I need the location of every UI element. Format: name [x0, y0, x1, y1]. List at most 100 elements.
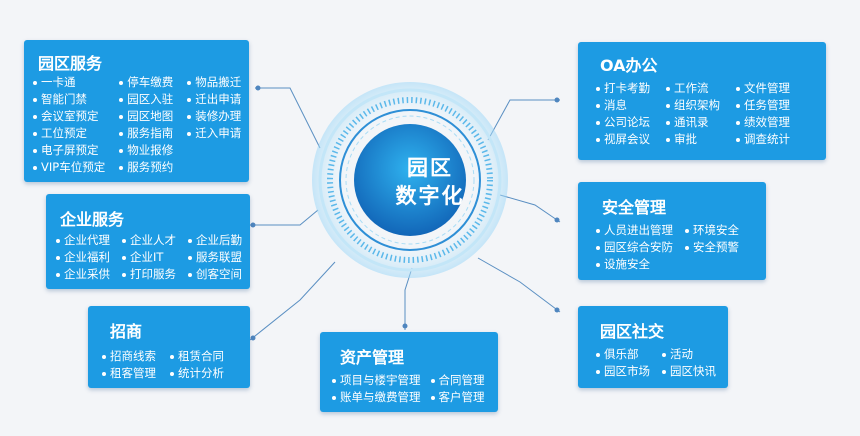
- connector-dot: [250, 335, 256, 341]
- list-item: 企业采供: [56, 266, 110, 283]
- list-item: 工作流: [666, 80, 720, 97]
- bullet-dot: [102, 354, 106, 359]
- bullet-dot: [332, 395, 336, 400]
- bullet-dot: [430, 395, 435, 400]
- bullet-dot: [662, 369, 666, 374]
- list-item: 服务指南: [119, 125, 173, 142]
- bullet-dot: [119, 80, 124, 85]
- list-item: 园区入驻: [119, 91, 173, 108]
- list-item: 安全预警: [685, 239, 739, 256]
- item-list: 招商线索 租客管理 租赁合同 统计分析: [102, 348, 224, 382]
- list-item: 迁出申请: [187, 91, 241, 108]
- list-item: 公司论坛: [596, 114, 650, 131]
- bullet-dot: [596, 103, 600, 108]
- connector-lines: [249, 87, 561, 341]
- bullet-dot: [122, 272, 126, 277]
- bullet-dot: [119, 97, 124, 102]
- panel-enterprise-service: 企业服务 企业代理 企业福利 企业采供 企业人才 企业IT 打印服务 企业后勤 …: [46, 194, 250, 289]
- bullet-dot: [187, 114, 192, 119]
- list-item: 园区地图: [119, 108, 173, 125]
- list-item: 打印服务: [122, 266, 176, 283]
- hub-ring-inner: [345, 115, 475, 245]
- bullet-dot: [33, 114, 37, 119]
- list-item: 统计分析: [170, 365, 224, 382]
- bullet-dot: [188, 255, 192, 260]
- list-item: 会议室预定: [33, 108, 105, 125]
- list-item: 租客管理: [102, 365, 156, 382]
- list-item: VIP车位预定: [33, 159, 105, 176]
- bullet-dot: [666, 86, 670, 91]
- bullet-dot: [596, 262, 600, 267]
- hub-core: [354, 124, 466, 236]
- bullet-dot: [685, 245, 689, 250]
- bullet-dot: [596, 369, 600, 374]
- connector-investment: [249, 261, 336, 341]
- list-item: 通讯录: [666, 114, 720, 131]
- item-list: 人员进出管理 园区综合安防 设施安全 环境安全 安全预警: [596, 222, 739, 273]
- list-item: 文件管理: [736, 80, 790, 97]
- panel-community: 园区社交 俱乐部 园区市场 活动 园区快讯: [578, 306, 728, 388]
- panel-oa-office: OA办公 打卡考勤 消息 公司论坛 视屏会议 工作流 组织架构 通讯录 审批 文…: [578, 42, 826, 160]
- list-item: 环境安全: [685, 222, 739, 239]
- bullet-dot: [188, 272, 192, 277]
- list-item: 设施安全: [596, 256, 673, 273]
- list-item: 招商线索: [102, 348, 156, 365]
- list-item: 项目与楼宇管理: [332, 372, 421, 389]
- bullet-dot: [187, 80, 192, 85]
- hub-title-line-2: 数字化: [395, 184, 465, 208]
- bullet-dot: [33, 148, 37, 153]
- item-list: 一卡通 智能门禁 会议室预定 工位预定 电子屏预定 VIP车位预定 停车缴费 园…: [33, 74, 241, 176]
- bullet-dot: [33, 80, 37, 85]
- list-item: 租赁合同: [170, 348, 224, 365]
- list-item: 客户管理: [430, 389, 485, 406]
- list-item: 俱乐部: [596, 346, 650, 363]
- list-item: 企业福利: [56, 249, 110, 266]
- panel-park-service: 园区服务 一卡通 智能门禁 会议室预定 工位预定 电子屏预定 VIP车位预定 停…: [24, 40, 249, 182]
- list-item: 创客空间: [188, 266, 242, 283]
- panel-title: 招商: [110, 322, 143, 341]
- bullet-dot: [332, 378, 336, 383]
- list-item: 消息: [596, 97, 650, 114]
- list-item: 企业IT: [122, 249, 176, 266]
- bullet-dot: [736, 137, 740, 142]
- connector-dot: [250, 222, 256, 228]
- panel-title: 资产管理: [340, 348, 405, 367]
- hub-outer-ring: [318, 88, 502, 272]
- central-hub: [312, 82, 508, 278]
- item-list: 项目与楼宇管理 账单与缴费管理 合同管理 客户管理: [332, 372, 485, 406]
- list-item: 企业代理: [56, 232, 110, 249]
- connector-security: [499, 194, 561, 223]
- bullet-dot: [119, 131, 124, 136]
- bullet-dot: [596, 228, 600, 233]
- panel-asset-management: 资产管理 项目与楼宇管理 账单与缴费管理 合同管理 客户管理: [320, 332, 498, 412]
- connector-community: [477, 257, 561, 313]
- bullet-dot: [736, 86, 740, 91]
- bullet-dot: [56, 272, 60, 277]
- list-item: 迁入申请: [187, 125, 241, 142]
- bullet-dot: [122, 238, 126, 243]
- bullet-dot: [122, 255, 126, 260]
- list-item: 企业后勤: [188, 232, 242, 249]
- item-list: 打卡考勤 消息 公司论坛 视屏会议 工作流 组织架构 通讯录 审批 文件管理 任…: [596, 80, 790, 148]
- list-item: 企业人才: [122, 232, 176, 249]
- item-list: 企业代理 企业福利 企业采供 企业人才 企业IT 打印服务 企业后勤 服务联盟 …: [56, 232, 242, 283]
- list-item: 审批: [666, 131, 720, 148]
- panel-title: 企业服务: [60, 210, 125, 229]
- list-item: 任务管理: [736, 97, 790, 114]
- list-item: 园区市场: [596, 363, 650, 380]
- bullet-dot: [119, 165, 124, 170]
- list-item: 一卡通: [33, 74, 105, 91]
- bullet-dot: [33, 165, 37, 170]
- list-item: 停车缴费: [119, 74, 173, 91]
- hub-dashed-ring: [327, 97, 493, 263]
- list-item: 组织架构: [666, 97, 720, 114]
- list-item: 账单与缴费管理: [332, 389, 421, 406]
- list-item: 打卡考勤: [596, 80, 650, 97]
- item-list: 俱乐部 园区市场 活动 园区快讯: [596, 346, 716, 380]
- bullet-dot: [56, 255, 60, 260]
- bullet-dot: [596, 137, 600, 142]
- list-item: 绩效管理: [736, 114, 790, 131]
- connector-dot: [554, 307, 560, 313]
- bullet-dot: [666, 120, 670, 125]
